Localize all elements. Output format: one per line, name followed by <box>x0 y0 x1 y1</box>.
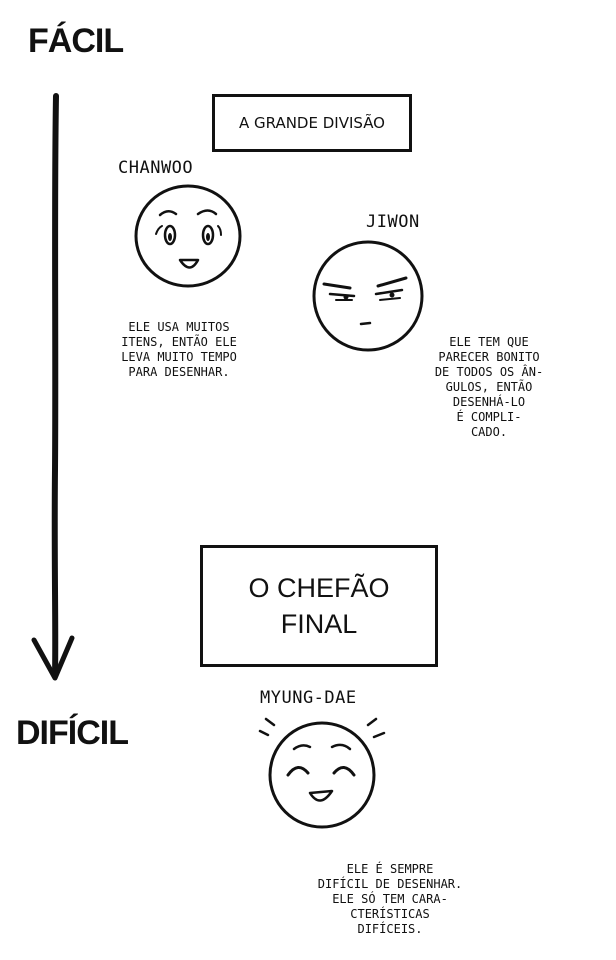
chefao-final-title: O CHEFÃO FINAL <box>248 573 390 639</box>
jiwon-name: JIWON <box>366 212 420 232</box>
hard-label: DIFÍCIL <box>16 714 129 752</box>
happy-face-icon <box>258 717 386 829</box>
down-arrow-icon <box>31 93 75 681</box>
myung-dae-note: ELE É SEMPRE DIFÍCIL DE DESENHAR. ELE SÓ… <box>317 862 463 936</box>
jiwon-note: ELE TEM QUE PARECER BONITO DE TODOS OS Â… <box>434 335 544 439</box>
stern-face-icon <box>312 240 424 352</box>
grande-divisao-title: A GRANDE DIVISÃO <box>238 114 385 132</box>
smiling-face-icon <box>134 184 242 288</box>
chanwoo-name: CHANWOO <box>118 158 194 178</box>
grande-divisao-box: A GRANDE DIVISÃO <box>212 94 412 152</box>
myung-dae-name: MYUNG-DAE <box>260 688 357 708</box>
chefao-final-box: O CHEFÃO FINAL <box>200 545 438 667</box>
easy-label: FÁCIL <box>28 22 124 60</box>
chanwoo-note: ELE USA MUITOS ITENS, ENTÃO ELE LEVA MUI… <box>121 320 237 379</box>
